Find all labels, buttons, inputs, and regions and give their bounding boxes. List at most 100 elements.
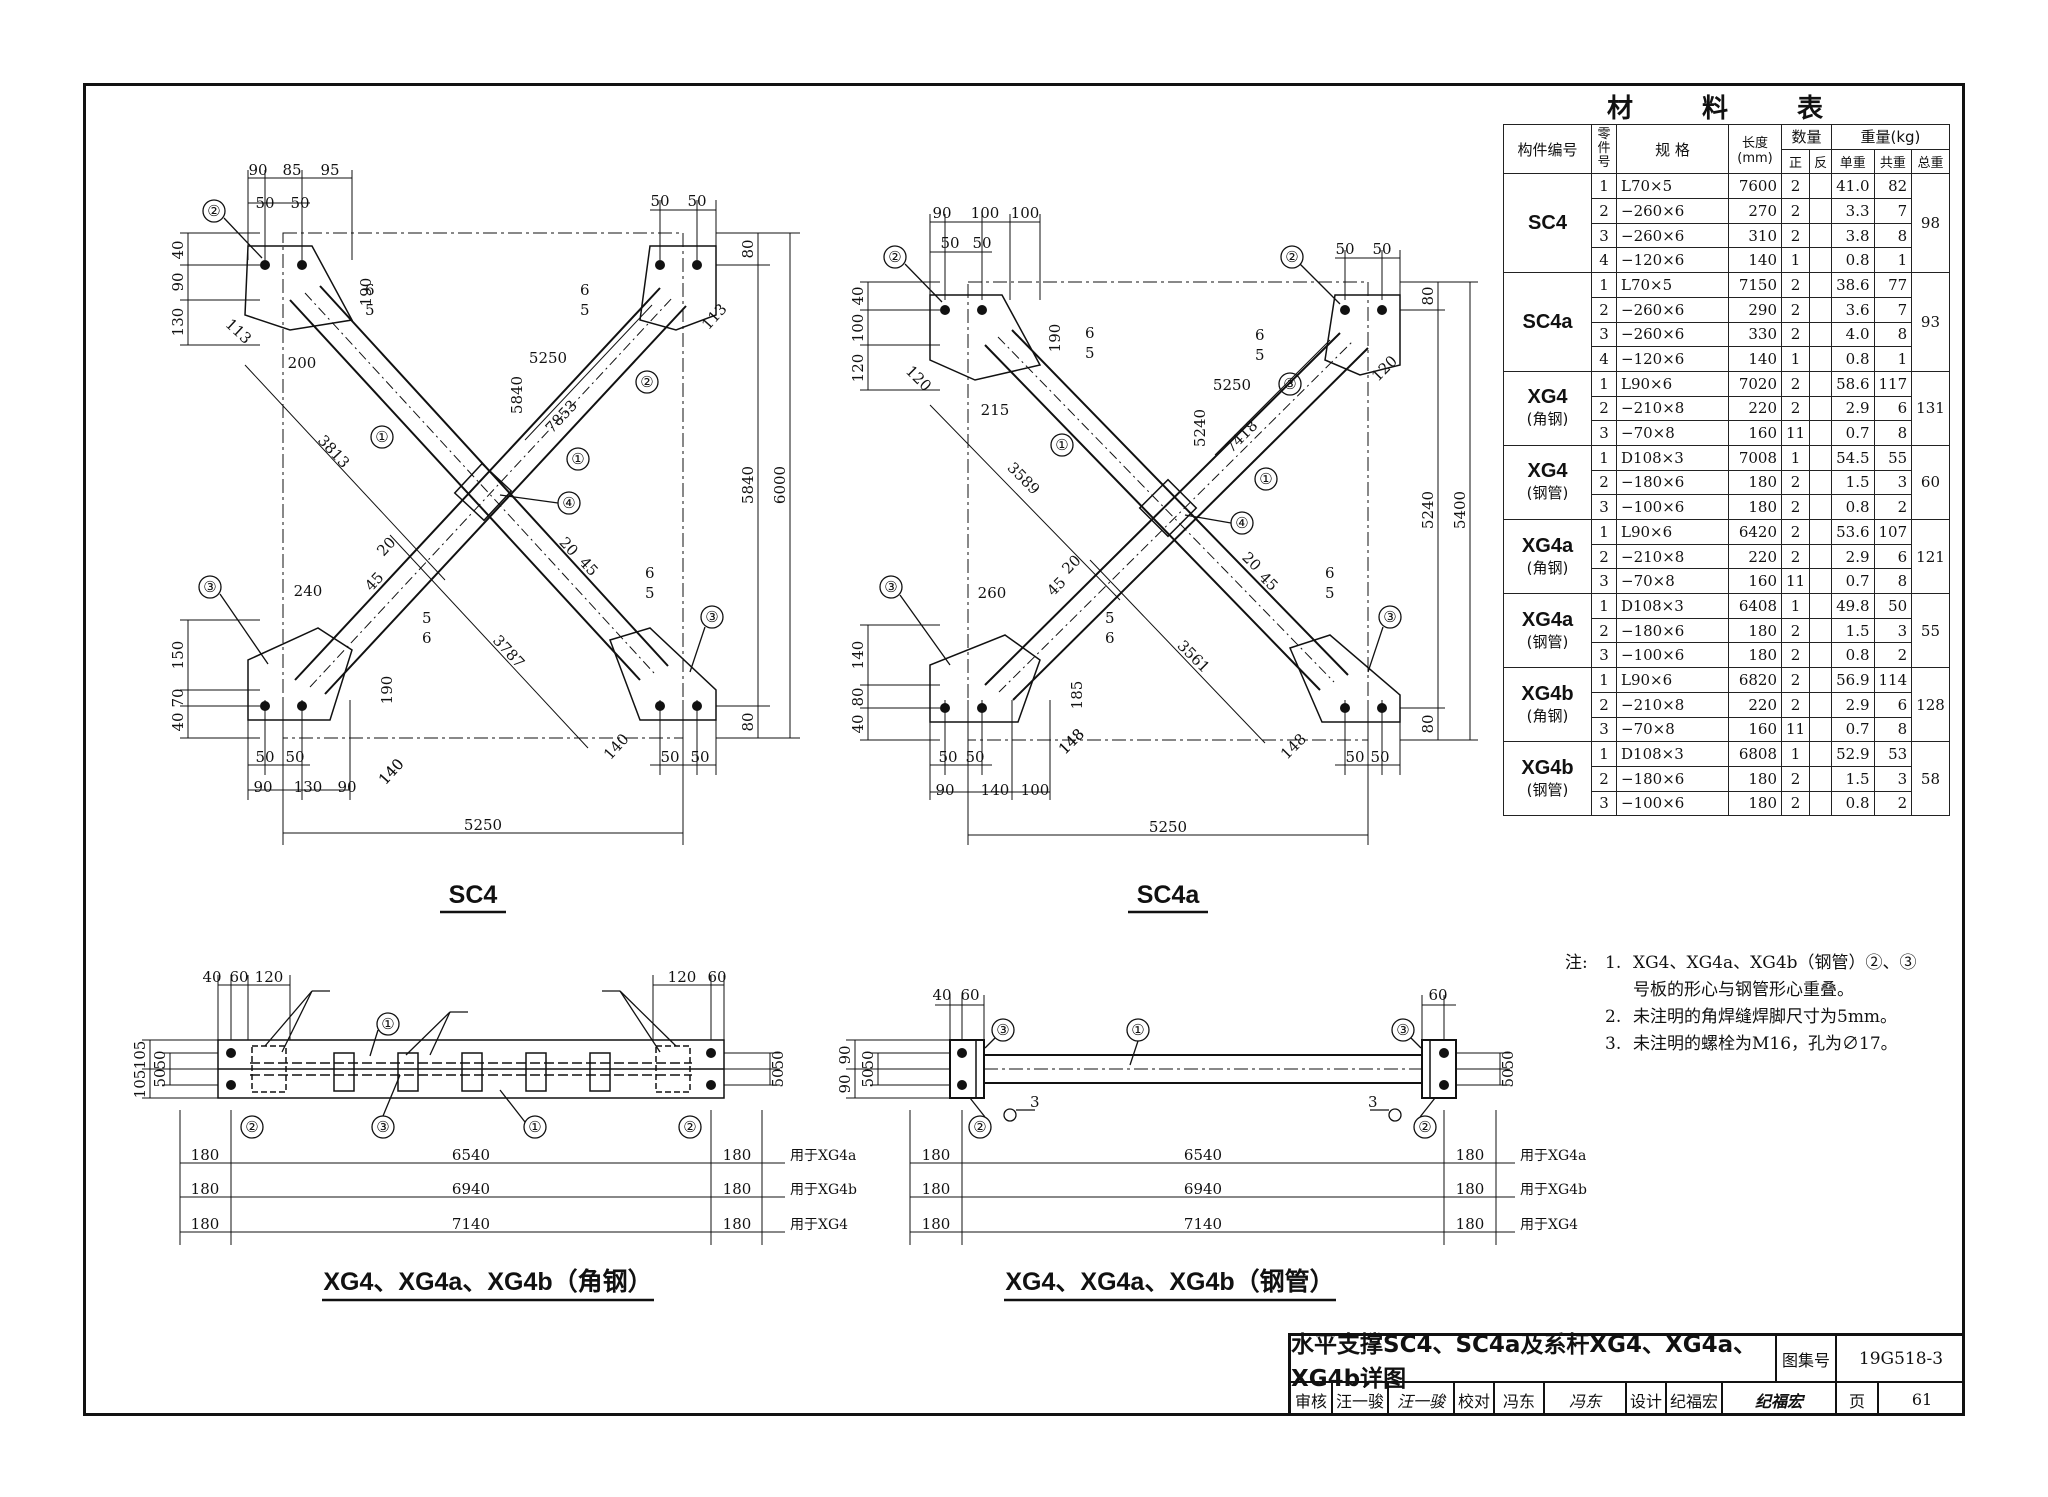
qty-neg-cell	[1809, 543, 1833, 570]
sc4-dim: 80	[739, 712, 757, 731]
sc4a-dim: 45	[1255, 568, 1281, 594]
qty-pos-cell: 1	[1780, 444, 1811, 471]
part-no-cell: 1	[1591, 272, 1617, 298]
sc4a-dim: 7418	[1222, 417, 1262, 457]
qty-neg-cell	[1809, 247, 1833, 274]
length-cell: 330	[1728, 321, 1782, 348]
xga-dim: 40	[202, 968, 221, 986]
xga-dim: 60	[707, 968, 726, 986]
sc4-center-plate	[453, 462, 513, 522]
member-no-cell: XG4b(钢管)	[1503, 741, 1592, 817]
xgp-dim: 90	[836, 1074, 854, 1093]
qty-neg-cell	[1809, 370, 1833, 397]
spec-cell: −120×6	[1616, 346, 1729, 372]
sum-weight-cell: 114	[1873, 667, 1913, 693]
sc4-caption: SC4	[449, 881, 498, 909]
sc4-dim: 5250	[464, 816, 502, 834]
sc4-dim: 80	[739, 239, 757, 258]
qty-neg-cell	[1809, 568, 1833, 595]
length-cell: 7008	[1728, 444, 1782, 471]
unit-weight-cell: 0.8	[1831, 642, 1875, 669]
unit-weight-cell: 58.6	[1831, 370, 1875, 397]
sc4-dim: 90	[253, 778, 272, 796]
sum-weight-cell: 8	[1873, 321, 1913, 348]
xga-callout: ②	[683, 1118, 696, 1136]
unit-weight-cell: 1.5	[1831, 765, 1875, 792]
xga-dim: 180	[723, 1215, 752, 1233]
xga-dim: 180	[723, 1146, 752, 1164]
sc4a-callout-label: ②	[1285, 248, 1298, 266]
qty-neg-cell	[1809, 741, 1833, 767]
unit-weight-cell: 2.9	[1831, 543, 1875, 570]
xga-dim: 120	[668, 968, 697, 986]
sum-weight-cell: 3	[1873, 469, 1913, 496]
part-no-cell: 2	[1591, 198, 1617, 224]
xgp-weld: 3	[1368, 1093, 1378, 1111]
sum-weight-cell: 77	[1873, 272, 1913, 298]
part-no-cell: 2	[1591, 617, 1617, 644]
unit-weight-cell: 0.7	[1831, 420, 1875, 446]
sc4a-dim: 100	[1021, 781, 1050, 799]
sc4-dim: 90	[337, 778, 356, 796]
spec-cell: D108×3	[1616, 444, 1729, 471]
sc4a-callout-label: ③	[1383, 608, 1396, 626]
qty-pos-cell: 2	[1780, 765, 1811, 792]
qty-pos-cell: 11	[1780, 568, 1811, 595]
xga-dim: 180	[191, 1180, 220, 1198]
sc4-diag-2c	[309, 296, 674, 688]
qty-neg-cell	[1809, 667, 1833, 693]
xga-callout: ③	[376, 1118, 389, 1136]
note-num: 2.	[1605, 1007, 1622, 1027]
part-no-cell: 2	[1591, 469, 1617, 496]
th-w-sum: 共重	[1873, 148, 1913, 175]
qty-pos-cell: 2	[1780, 642, 1811, 669]
spec-cell: −180×6	[1616, 469, 1729, 496]
sc4a-dim: 5250	[1149, 818, 1187, 836]
sc4a-weld: 6	[1105, 629, 1115, 647]
spec-cell: −260×6	[1616, 296, 1729, 323]
sum-weight-cell: 6	[1873, 543, 1913, 570]
spec-cell: −260×6	[1616, 198, 1729, 224]
qty-pos-cell: 2	[1780, 173, 1811, 200]
material-table-title: 材 料 表	[1606, 94, 1854, 124]
xgp-dim: 40	[932, 986, 951, 1004]
spec-cell: −180×6	[1616, 617, 1729, 644]
atlas-no: 19G518-3	[1837, 1336, 1965, 1383]
xgp-use: 用于XG4	[1520, 1217, 1578, 1233]
spec-cell: −210×8	[1616, 395, 1729, 422]
qty-neg-cell	[1809, 593, 1833, 619]
qty-pos-cell: 2	[1780, 272, 1811, 298]
total-weight-cell: 98	[1911, 173, 1950, 274]
spec-cell: −210×8	[1616, 691, 1729, 718]
sc4a-dim: 120	[849, 354, 867, 383]
xgp-callout: ②	[1418, 1118, 1431, 1136]
sc4-diag-2b	[324, 305, 687, 695]
sum-weight-cell: 2	[1873, 494, 1913, 520]
total-weight-cell: 121	[1911, 518, 1950, 595]
check-name: 冯东	[1495, 1383, 1545, 1416]
sc4a-dim: 80	[1419, 714, 1437, 733]
unit-weight-cell: 3.3	[1831, 198, 1875, 224]
xga-dim: 105	[131, 1070, 149, 1099]
member-no-cell: XG4a(角钢)	[1503, 518, 1592, 595]
sc4-dim: 5250	[529, 349, 567, 367]
sc4-dim: 130	[294, 778, 323, 796]
spec-cell: D108×3	[1616, 593, 1729, 619]
sc4-weld: 6	[422, 629, 432, 647]
xgp-dim: 50	[859, 1068, 877, 1087]
xg-pipe-caption: XG4、XG4a、XG4b（钢管）	[1005, 1267, 1334, 1296]
qty-neg-cell	[1809, 494, 1833, 520]
unit-weight-cell: 1.5	[1831, 617, 1875, 644]
sc4-dim: 45	[576, 553, 602, 579]
qty-neg-cell	[1809, 346, 1833, 372]
drawing-frame	[83, 83, 1965, 1416]
sc4a-dim: 215	[981, 401, 1010, 419]
sc4-diag-1b	[319, 285, 669, 667]
sum-weight-cell: 107	[1873, 519, 1913, 545]
sc4-dim: 50	[650, 192, 669, 210]
length-cell: 6808	[1728, 741, 1782, 767]
xga-dim: 180	[191, 1146, 220, 1164]
sc4-diag-1c	[304, 292, 655, 674]
part-no-cell: 3	[1591, 494, 1617, 520]
